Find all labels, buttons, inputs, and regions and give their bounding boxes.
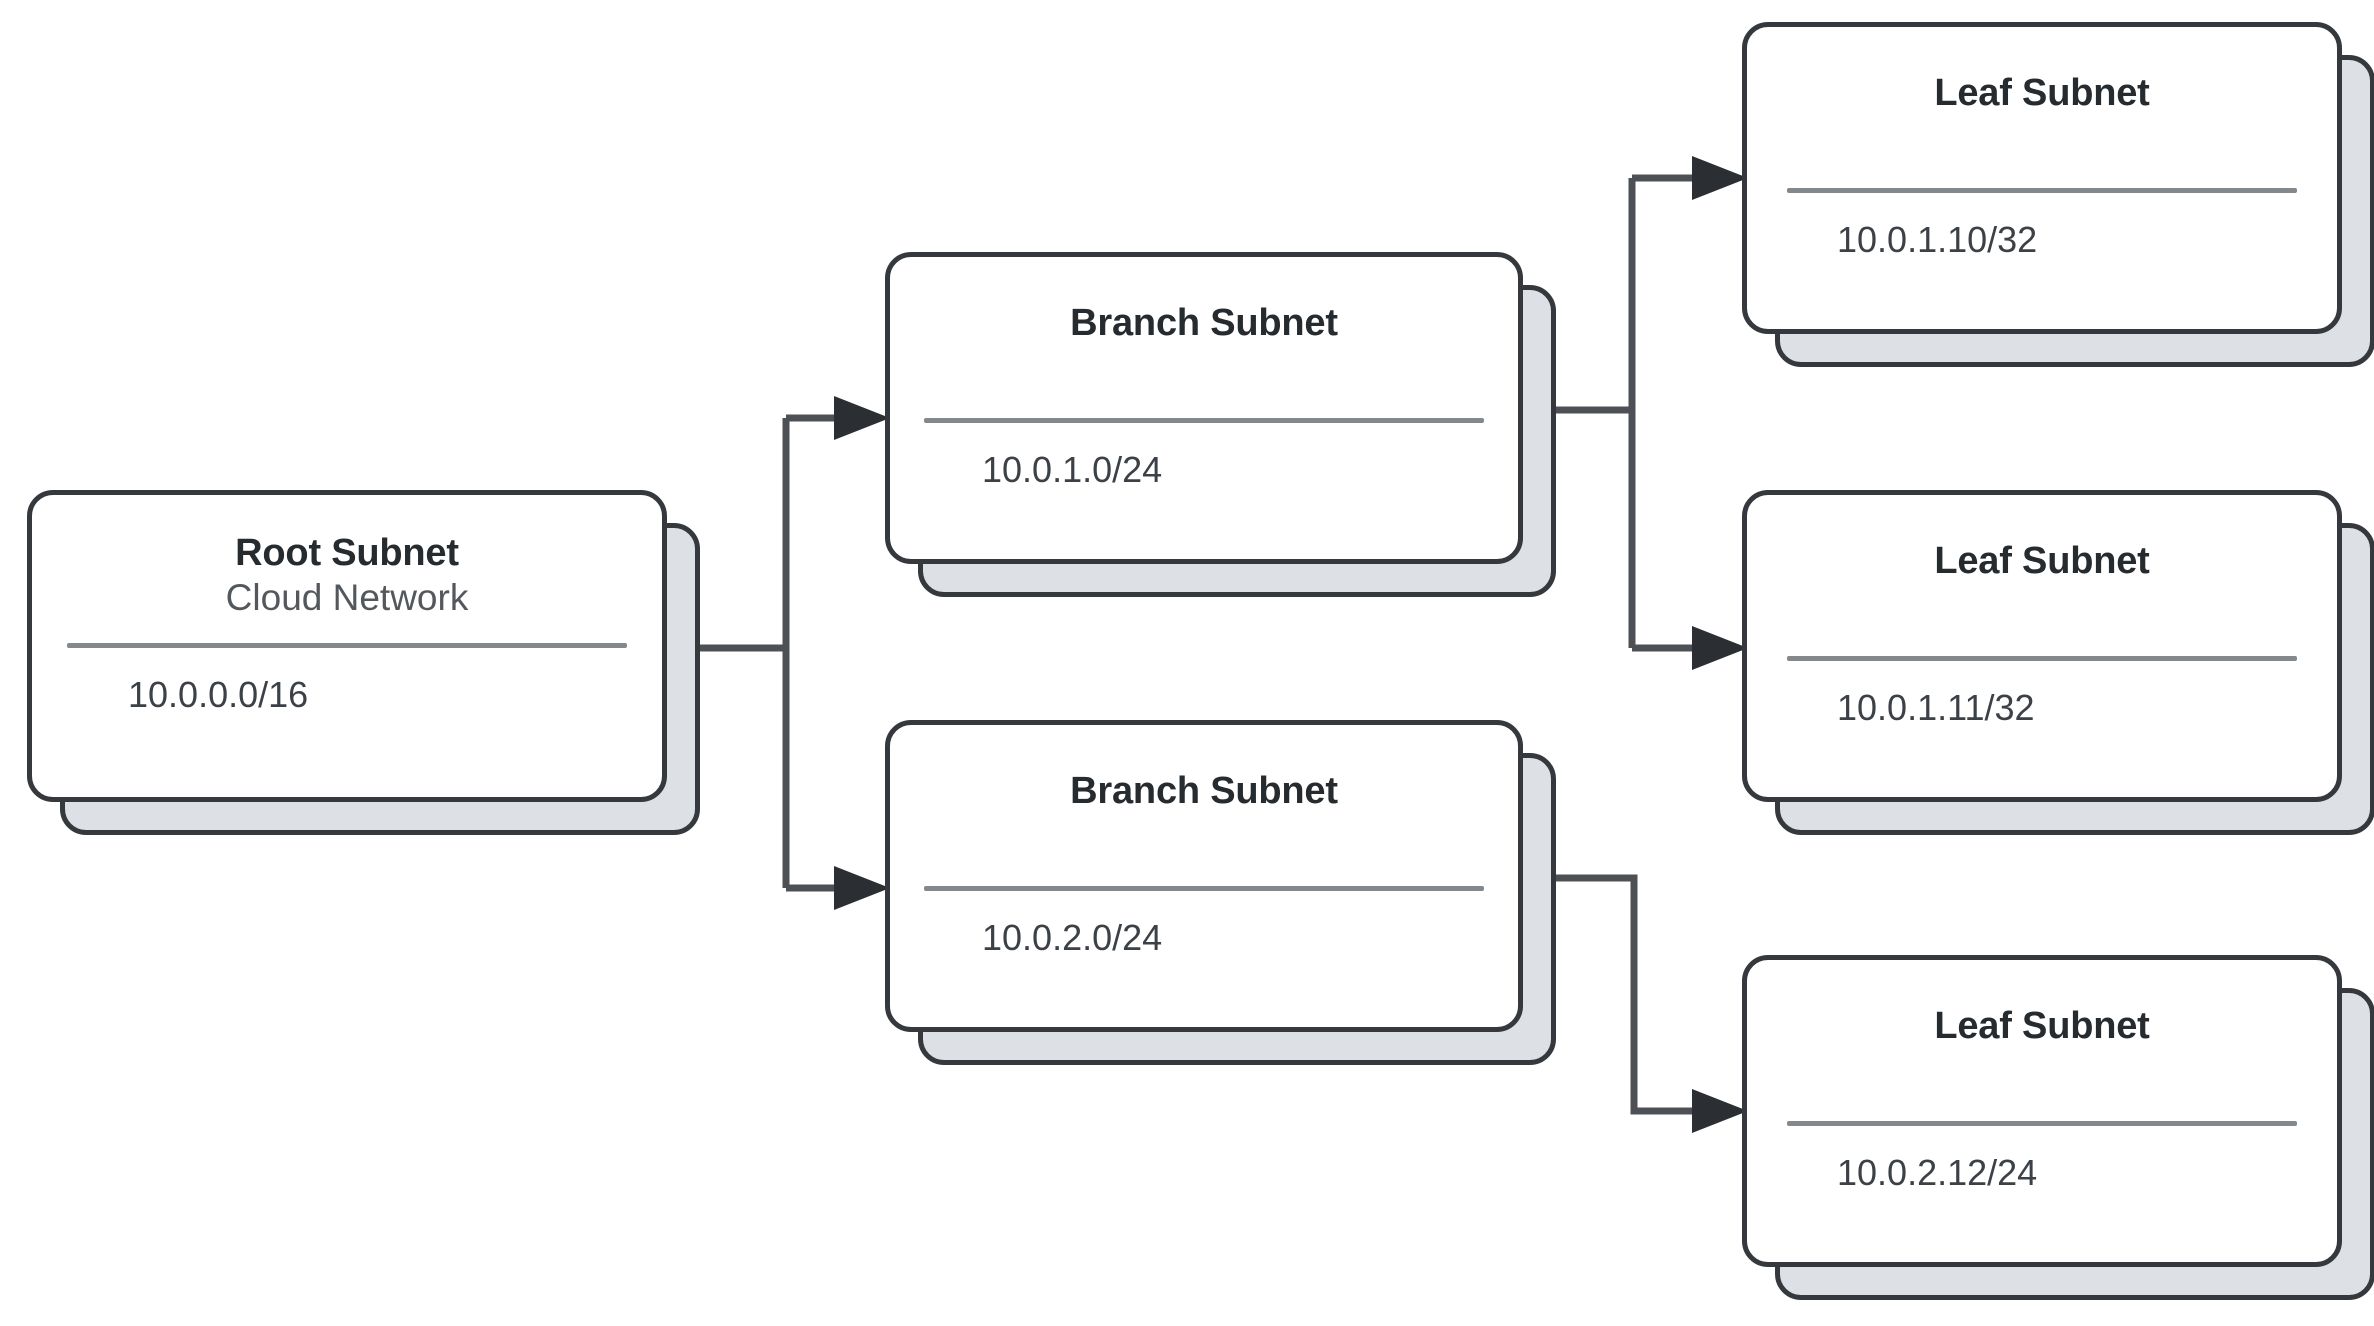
- card-face[interactable]: Root Subnet Cloud Network 10.0.0.0/16: [27, 490, 667, 802]
- node-root-subnet[interactable]: Root Subnet Cloud Network 10.0.0.0/16: [27, 490, 700, 835]
- arrowhead-branch-1: [834, 396, 890, 440]
- node-subtitle: Cloud Network: [225, 576, 469, 618]
- node-title: Leaf Subnet: [1934, 72, 2150, 114]
- arrowhead-leaf-1: [1692, 156, 1748, 200]
- arrowhead-leaf-2: [1692, 626, 1748, 670]
- arrowhead-leaf-3: [1692, 1089, 1748, 1133]
- edge-root-to-branches: [700, 396, 890, 910]
- node-cidr: 10.0.1.10/32: [1837, 218, 2038, 260]
- node-title: Root Subnet: [235, 532, 459, 574]
- node-title: Branch Subnet: [1070, 302, 1338, 344]
- node-title: Branch Subnet: [1070, 770, 1338, 812]
- card-divider: [924, 885, 1484, 891]
- node-cidr: 10.0.1.11/32: [1837, 686, 2035, 728]
- card-face[interactable]: Branch Subnet 10.0.1.0/24: [885, 252, 1523, 564]
- card-divider: [1787, 655, 2297, 661]
- node-title: Leaf Subnet: [1934, 540, 2150, 582]
- card-face[interactable]: Leaf Subnet 10.0.1.11/32: [1742, 490, 2342, 802]
- card-divider: [1787, 187, 2297, 193]
- node-branch-subnet-1[interactable]: Branch Subnet 10.0.1.0/24: [885, 252, 1556, 597]
- edge-branch-2-to-leaf-3: [1523, 874, 1748, 1133]
- node-leaf-subnet-3[interactable]: Leaf Subnet 10.0.2.12/24: [1742, 955, 2374, 1300]
- node-leaf-subnet-2[interactable]: Leaf Subnet 10.0.1.11/32: [1742, 490, 2374, 835]
- card-divider: [67, 643, 627, 649]
- node-cidr: 10.0.1.0/24: [982, 448, 1163, 490]
- card-face[interactable]: Leaf Subnet 10.0.2.12/24: [1742, 955, 2342, 1267]
- node-leaf-subnet-1[interactable]: Leaf Subnet 10.0.1.10/32: [1742, 22, 2374, 367]
- node-title: Leaf Subnet: [1934, 1005, 2150, 1047]
- card-face[interactable]: Leaf Subnet 10.0.1.10/32: [1742, 22, 2342, 334]
- node-cidr: 10.0.2.0/24: [982, 916, 1163, 958]
- edge-branch-1-to-leaves: [1553, 156, 1748, 670]
- card-divider: [924, 417, 1484, 423]
- node-branch-subnet-2[interactable]: Branch Subnet 10.0.2.0/24: [885, 720, 1556, 1065]
- card-face[interactable]: Branch Subnet 10.0.2.0/24: [885, 720, 1523, 1032]
- arrowhead-branch-2: [834, 866, 890, 910]
- node-cidr: 10.0.0.0/16: [128, 674, 309, 716]
- node-cidr: 10.0.2.12/24: [1837, 1151, 2038, 1193]
- card-divider: [1787, 1120, 2297, 1126]
